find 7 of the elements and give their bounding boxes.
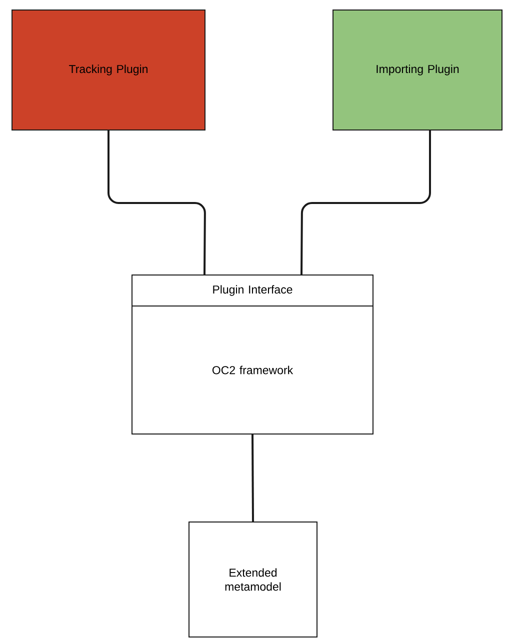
box: Importing Plugin: [332, 10, 502, 130]
box: Tracking Plugin: [12, 10, 206, 130]
box: Plugin Interface: [132, 274, 374, 306]
connector: [252, 434, 254, 522]
connector: [300, 130, 431, 275]
box: Extended metamodel: [188, 522, 318, 638]
connector: [108, 130, 206, 275]
